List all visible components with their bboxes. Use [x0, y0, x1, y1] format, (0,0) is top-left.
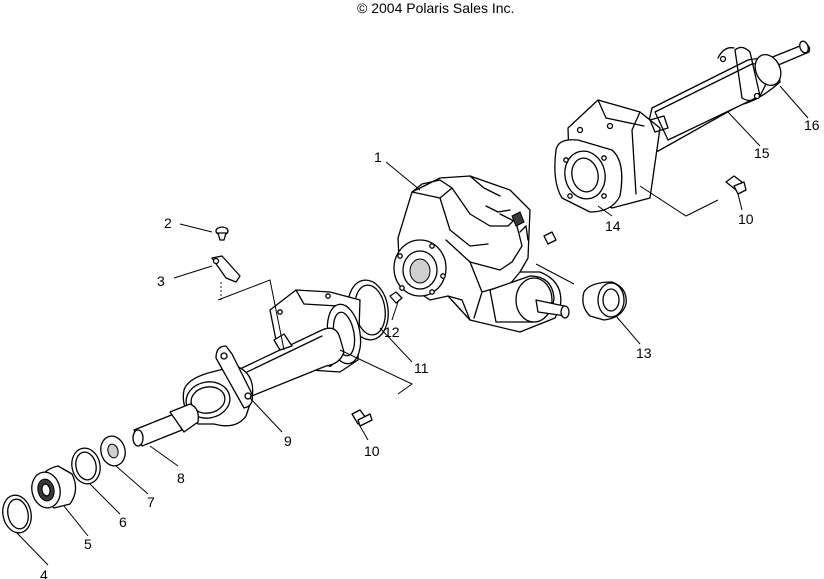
bolt-upper — [725, 175, 747, 195]
callout-4: 4 — [40, 567, 48, 579]
pinion-bushing — [582, 281, 627, 321]
copyright-text: © 2004 Polaris Sales Inc. — [357, 0, 514, 16]
dowel-pin — [389, 291, 403, 304]
callout-13: 13 — [636, 345, 652, 361]
right-axle-tube — [554, 40, 811, 213]
bolt-lower — [351, 409, 373, 427]
callout-11: 11 — [414, 360, 429, 376]
washer — [100, 435, 126, 467]
callout-2: 2 — [164, 215, 172, 231]
left-axle-tube — [182, 289, 362, 427]
callout-labels: 1 2 3 4 5 6 7 8 9 10 11 12 13 14 10 15 1… — [40, 117, 820, 579]
callout-9: 9 — [284, 433, 292, 449]
callout-16: 16 — [804, 117, 820, 133]
screw — [215, 226, 229, 241]
callout-8: 8 — [177, 470, 185, 486]
callout-7: 7 — [147, 494, 155, 510]
callout-5: 5 — [84, 536, 92, 552]
circlip — [2, 494, 32, 534]
callout-14: 14 — [605, 218, 621, 234]
callout-10-lower: 10 — [364, 443, 380, 459]
retaining-clip — [211, 255, 241, 300]
callout-1: 1 — [374, 149, 382, 165]
gearcase-housing — [393, 175, 570, 333]
bearing — [31, 465, 77, 509]
callout-6: 6 — [119, 514, 127, 530]
stub-shaft — [132, 403, 199, 447]
callout-12: 12 — [384, 324, 400, 340]
leader-lines — [15, 85, 809, 566]
callout-10-upper: 10 — [738, 211, 754, 227]
snap-ring-small — [71, 447, 101, 485]
callout-15: 15 — [754, 145, 770, 161]
callout-3: 3 — [157, 273, 165, 289]
